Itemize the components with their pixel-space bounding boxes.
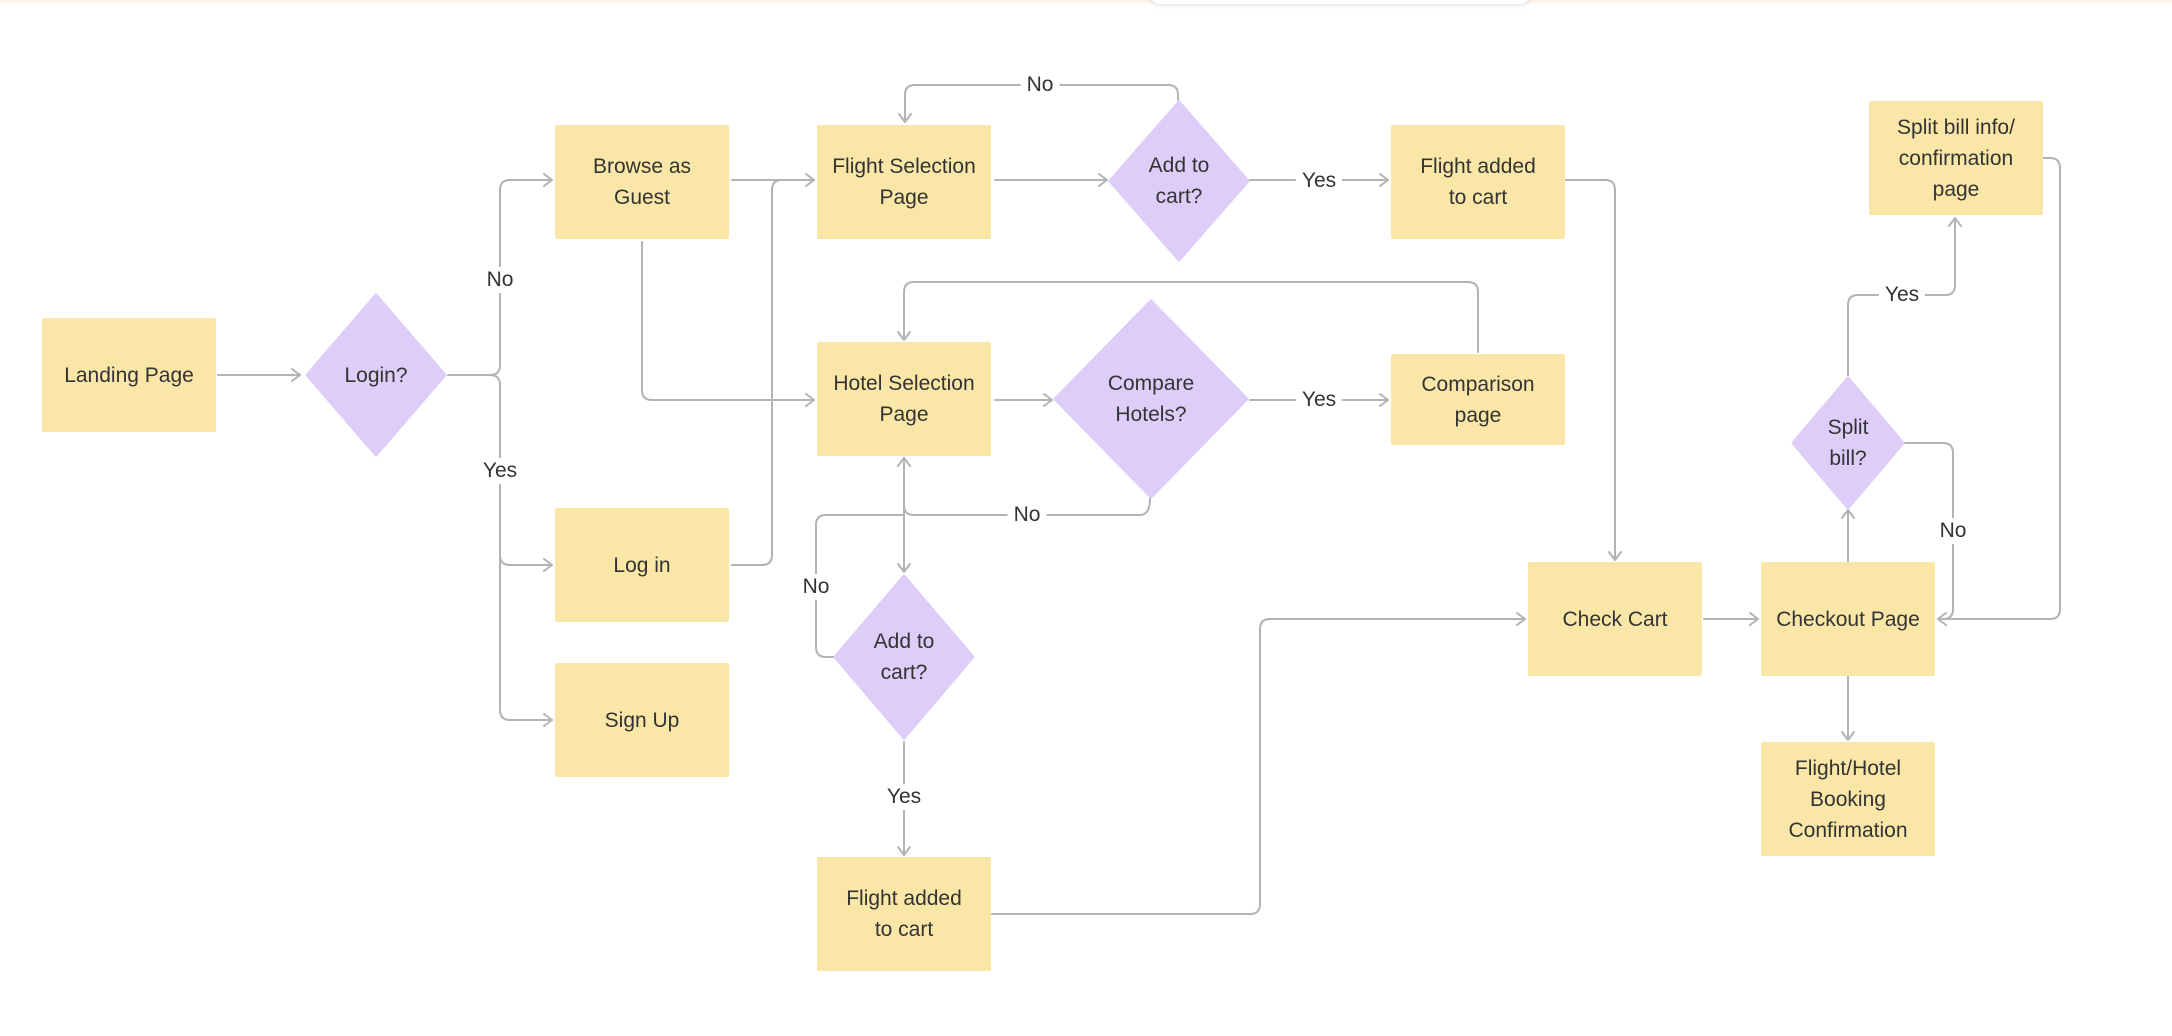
node-sign-up[interactable]: Sign Up (555, 663, 729, 777)
node-flight-added-to-cart[interactable]: Flight added to cart (1391, 125, 1565, 239)
arrowhead (898, 113, 912, 123)
diamond-shape (833, 574, 975, 740)
edge-label-flight-add-yes: Yes (1295, 168, 1343, 194)
arrowhead (543, 173, 553, 187)
arrowhead (543, 713, 553, 727)
edge-label-compare-no: No (1007, 502, 1047, 528)
arrowhead (1948, 217, 1962, 227)
node-hotel-selection-page[interactable]: Hotel Selection Page (817, 342, 991, 456)
arrowhead (1098, 173, 1108, 187)
edge-label-login-yes: Yes (476, 458, 524, 484)
diamond-shape (305, 293, 447, 457)
arrowhead (805, 393, 815, 407)
top-toolbar-tab (1150, 0, 1530, 4)
edge-label-login-no: No (480, 267, 520, 293)
node-browse-as-guest[interactable]: Browse as Guest (555, 125, 729, 239)
connector-browse-hotel (641, 241, 815, 401)
edge-label-hotel-add-no: No (796, 574, 836, 600)
edge-label-split-no: No (1933, 518, 1973, 544)
edge-label-compare-yes: Yes (1295, 387, 1343, 413)
node-flight-selection-page[interactable]: Flight Selection Page (817, 125, 991, 239)
arrowhead (1043, 393, 1053, 407)
arrowhead (1841, 731, 1855, 741)
connector-splitinfo-checkout (1937, 157, 2061, 620)
decision-login-label: Login? (344, 363, 408, 387)
decision-login[interactable]: Login? (305, 293, 447, 457)
top-shade (0, 0, 2172, 3)
arrowhead (1749, 612, 1759, 626)
arrowhead (1516, 612, 1526, 626)
node-booking-confirmation[interactable]: Flight/Hotel Booking Confirmation (1761, 742, 1935, 856)
decision-compare-label: Compare Hotels? (1107, 372, 1195, 426)
arrowhead (1841, 509, 1855, 519)
arrowhead (1379, 173, 1389, 187)
arrowhead (897, 563, 911, 573)
diamond-shape (1108, 100, 1250, 262)
decision-hotel-add-to-cart[interactable]: Add to cart? (833, 574, 975, 740)
edge-label-split-yes: Yes (1878, 282, 1926, 308)
connector-comparison-hotel (903, 281, 1479, 353)
arrowhead (543, 558, 553, 572)
diamond-shape (1053, 299, 1249, 499)
decision-flight-add-to-cart[interactable]: Add to cart? (1108, 100, 1250, 262)
node-hotel-flight-added-to-cart[interactable]: Flight added to cart (817, 857, 991, 971)
connector-login-login (499, 554, 553, 566)
decision-compare-hotels[interactable]: Compare Hotels? (1053, 299, 1249, 499)
connector-login-yes (489, 374, 553, 721)
node-log-in[interactable]: Log in (555, 508, 729, 622)
arrowhead (897, 331, 911, 341)
connector-login-flight (731, 179, 815, 566)
arrowhead (1608, 551, 1622, 561)
node-landing-page[interactable]: Landing Page (42, 318, 216, 432)
node-checkout-page[interactable]: Checkout Page (1761, 562, 1935, 676)
diamond-shape (1791, 376, 1905, 510)
decision-flight-add-label: Add to cart? (1148, 154, 1210, 208)
connector-hoteladded-cart (991, 618, 1526, 915)
node-split-bill-info[interactable]: Split bill info/ confirmation page (1869, 101, 2043, 215)
node-check-cart[interactable]: Check Cart (1528, 562, 1702, 676)
arrowhead (291, 368, 301, 382)
connector-flightadded-cart (1564, 179, 1616, 561)
decision-hotel-add-label: Add to cart? (873, 630, 935, 684)
decision-split-bill[interactable]: Split bill? (1791, 376, 1905, 510)
arrowhead (897, 846, 911, 856)
edge-label-flight-add-no: No (1020, 72, 1060, 98)
node-comparison-page[interactable]: Comparison page (1391, 354, 1565, 445)
edge-label-hotel-add-yes: Yes (880, 784, 928, 810)
arrowhead (1379, 393, 1389, 407)
decision-split-label: Split bill? (1827, 416, 1869, 470)
